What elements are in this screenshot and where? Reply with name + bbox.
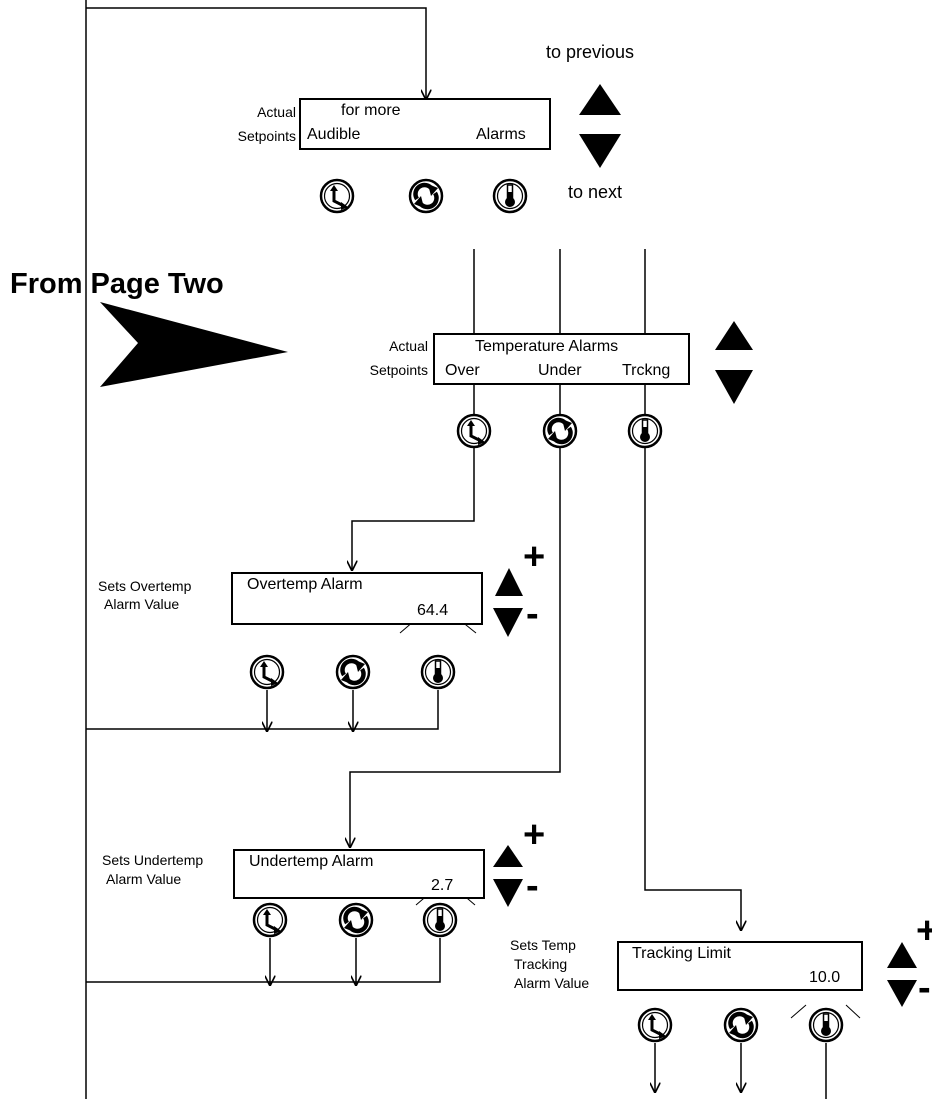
temp-side-actual: Actual [389,338,428,354]
undertemp-increase-arrow[interactable] [493,845,523,867]
audible-clock-button[interactable] [319,178,355,214]
tracking-increase-arrow[interactable] [887,942,917,968]
tracking-minus-sign: - [918,967,931,1009]
overtemp-minus-sign: - [526,593,539,635]
temperature-alarms-title: Temperature Alarms [475,338,619,355]
audible-side-actual: Actual [257,104,296,120]
undertemp-clock-button[interactable] [252,902,288,938]
overtemp-caption-line1: Sets Overtemp [98,578,192,594]
undertemp-thermometer-button[interactable] [422,902,458,938]
from-page-two-heading: From Page Two [10,268,224,300]
temperature-alarms-lcd-screen: Temperature Alarms Over Under Trckng [433,333,690,385]
tracking-cycle-button[interactable] [725,1009,757,1041]
temp-trckng-thermometer-button[interactable] [627,413,663,449]
undertemp-lcd-screen: Undertemp Alarm 2.7 [233,849,485,899]
tracking-caption-line3: Alarm Value [514,975,590,991]
tracking-plus-sign: + [916,910,932,952]
audible-for-more-text: for more [341,102,401,119]
audible-thermometer-button[interactable] [492,178,528,214]
alarms-softkey-label: Alarms [476,126,526,143]
overtemp-decrease-arrow[interactable] [493,608,523,637]
tracking-caption-line2: Tracking [514,956,568,972]
undertemp-caption-line2: Alarm Value [106,871,182,887]
undertemp-value: 2.7 [431,877,454,894]
overtemp-value: 64.4 [417,602,449,619]
to-next-label: to next [568,182,623,202]
overtemp-alarm-title: Overtemp Alarm [247,576,363,593]
tracking-decrease-arrow[interactable] [887,980,917,1007]
undertemp-caption-line1: Sets Undertemp [102,852,204,868]
overtemp-increase-arrow[interactable] [495,568,523,596]
trckng-softkey-label: Trckng [622,362,671,379]
tracking-limit-title: Tracking Limit [632,945,731,962]
undertemp-plus-sign: + [523,814,546,856]
undertemp-decrease-arrow[interactable] [493,879,523,907]
temp-menu-down-arrow[interactable] [715,370,753,404]
undertemp-cycle-button[interactable] [340,904,372,936]
temp-side-setpoints: Setpoints [369,362,428,378]
temp-under-cycle-button[interactable] [544,415,576,447]
scroll-up-arrow[interactable] [579,84,621,115]
connector-lines [85,0,827,1099]
overtemp-lcd-screen: Overtemp Alarm 64.4 [231,572,483,625]
overtemp-caption-line2: Alarm Value [104,596,180,612]
audible-lcd-screen: for more Audible Alarms [299,98,551,150]
overtemp-clock-button[interactable] [249,654,285,690]
overtemp-thermometer-button[interactable] [420,654,456,690]
temp-menu-up-arrow[interactable] [715,321,753,350]
tracking-caption-line1: Sets Temp [510,937,576,953]
to-previous-label: to previous [546,42,635,62]
tracking-thermometer-button[interactable] [808,1007,844,1043]
under-softkey-label: Under [538,362,582,379]
audible-cycle-button[interactable] [410,180,442,212]
over-softkey-label: Over [445,362,480,379]
audible-softkey-label: Audible [307,126,361,143]
from-page-two-arrow [100,302,288,387]
tracking-clock-button[interactable] [637,1007,673,1043]
tracking-limit-lcd-screen: Tracking Limit 10.0 [617,941,863,991]
overtemp-plus-sign: + [523,536,546,578]
undertemp-alarm-title: Undertemp Alarm [249,853,374,870]
temp-over-clock-button[interactable] [456,413,492,449]
audible-side-setpoints: Setpoints [237,128,296,144]
tracking-limit-value: 10.0 [809,969,841,986]
undertemp-minus-sign: - [526,865,539,907]
scroll-down-arrow[interactable] [579,134,621,168]
overtemp-cycle-button[interactable] [337,656,369,688]
